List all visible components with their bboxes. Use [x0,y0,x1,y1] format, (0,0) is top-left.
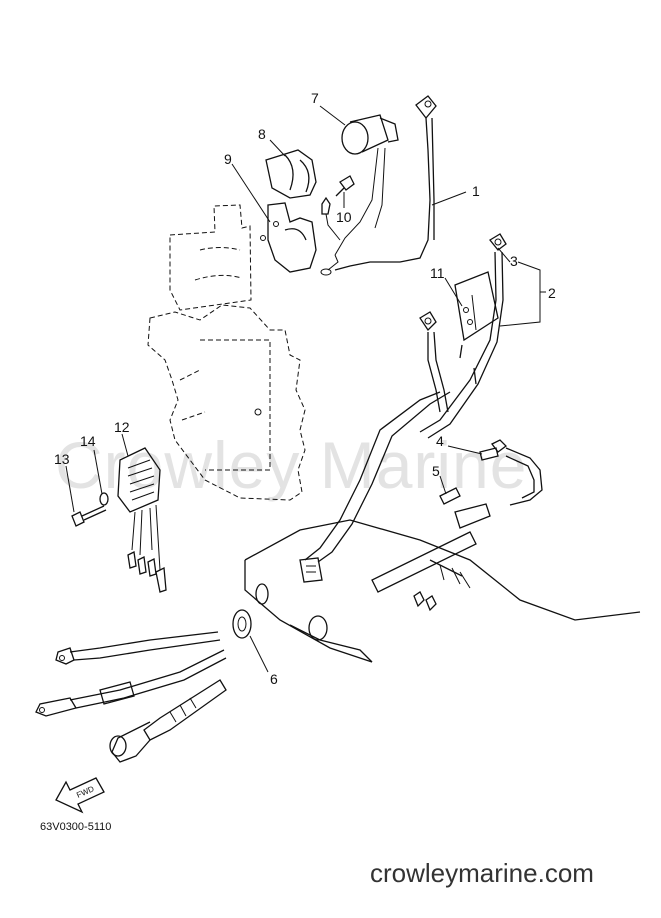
fuse-part-5 [439,487,461,505]
callout-12: 12 [114,419,130,435]
callout-5: 5 [432,463,440,479]
cable-boot [109,679,227,763]
grommet-part-6 [232,609,252,639]
engine-housing [147,304,306,501]
washer-part-14 [99,492,109,506]
callout-leaders [65,105,546,673]
cable-part-1 [321,95,437,271]
callout-6: 6 [270,671,278,687]
cover-part-8 [265,149,317,199]
callout-14: 14 [80,433,96,449]
callout-4: 4 [436,433,444,449]
relay-part-7 [320,114,399,276]
callout-10: 10 [336,209,352,225]
callout-2: 2 [548,285,556,301]
callout-11: 11 [430,265,445,281]
callout-9: 9 [224,151,232,167]
bolt-part-13 [71,505,107,527]
callout-7: 7 [311,90,319,106]
battery-cables [35,631,227,717]
wire-harness [304,391,543,612]
callout-1: 1 [472,183,480,199]
bracket-part-9 [260,202,317,273]
bolt-part-10 [335,175,355,197]
callout-13: 13 [54,451,70,467]
callout-3: 3 [510,253,518,269]
site-url: crowleymarine.com [370,858,594,888]
diagram-code: 63V0300-5110 [40,821,111,833]
fwd-arrow-icon: FWD [55,777,105,814]
fuse-part-4 [479,439,507,461]
watermark: Crowley Marine [55,428,527,502]
regulator-part-12 [117,447,167,593]
lower-cowling [244,519,641,663]
battery-cable-part-3 [419,233,507,439]
upper-bracket [169,204,252,311]
callout-8: 8 [258,126,266,142]
